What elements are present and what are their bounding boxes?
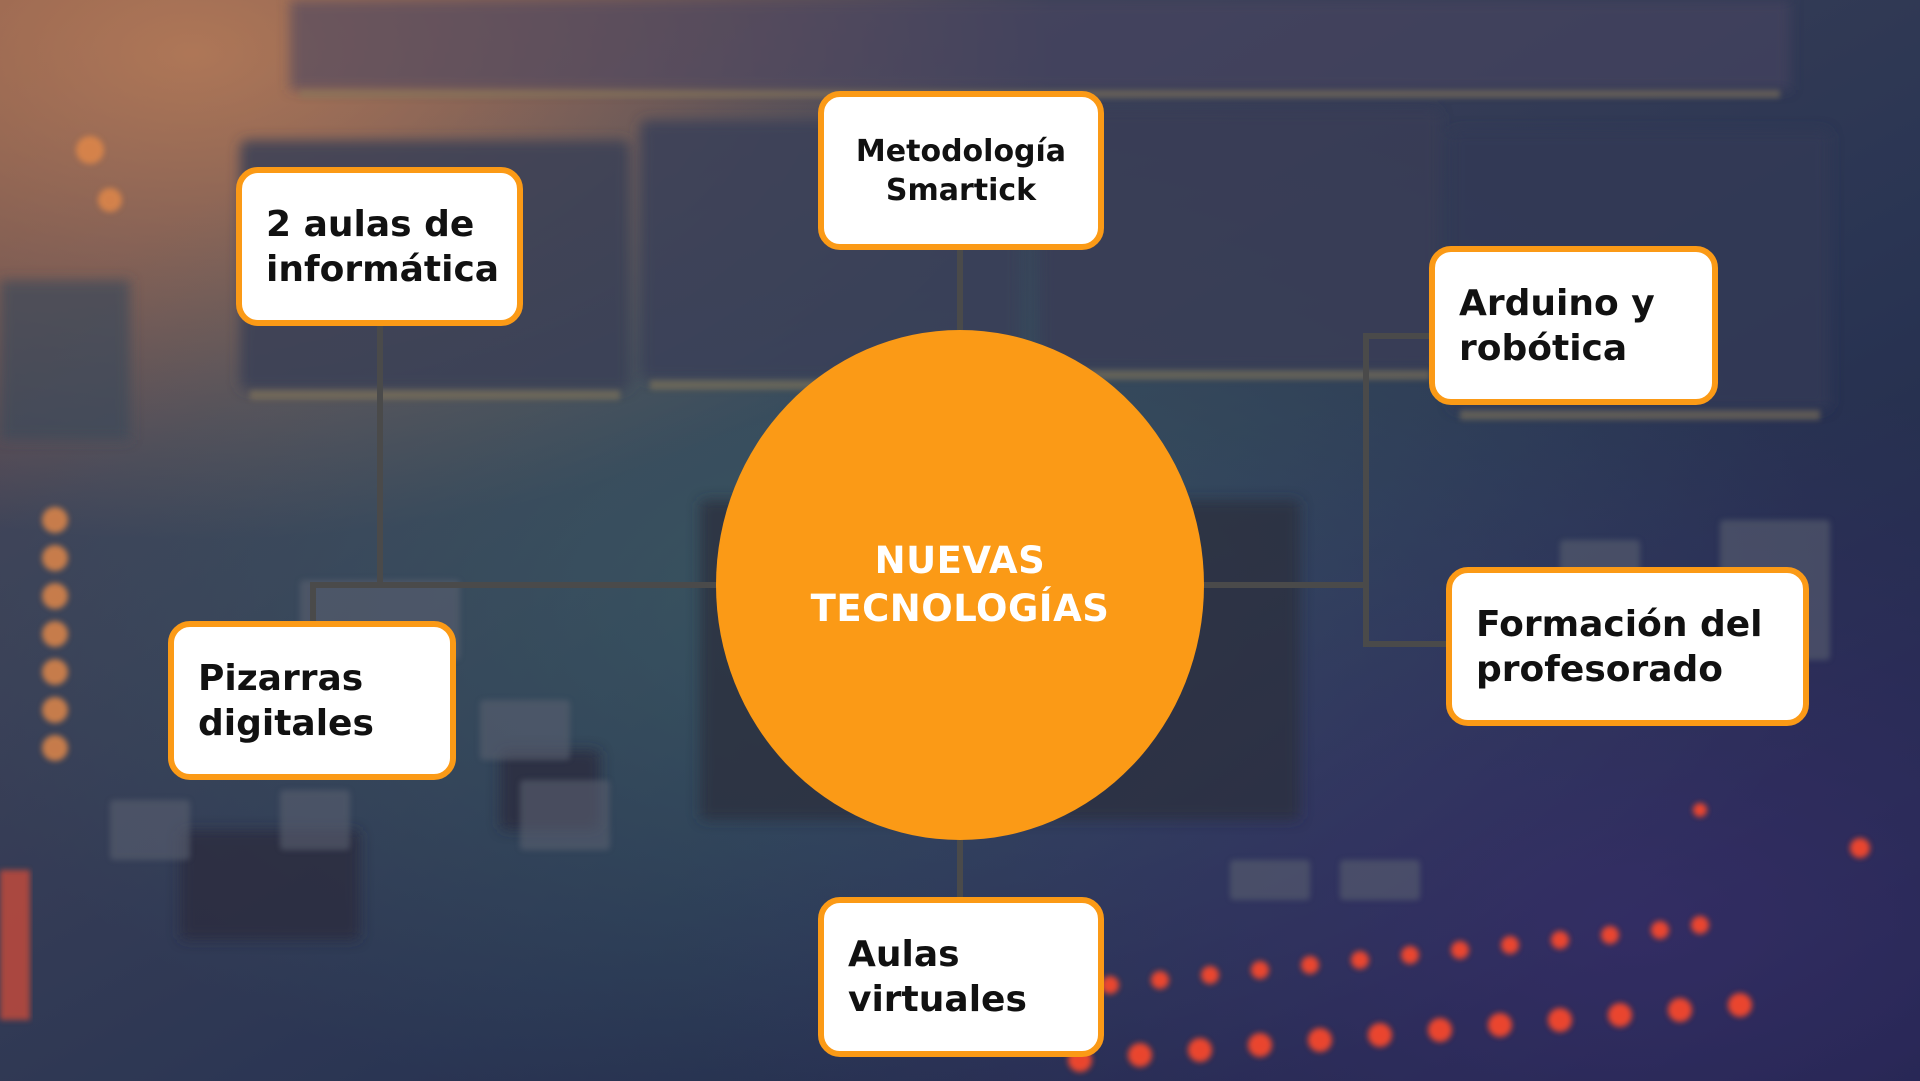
center-hub: NUEVAS TECNOLOGÍAS [716,330,1204,840]
node-formacion-profesorado: Formación del profesorado [1446,567,1809,726]
node-aulas-informatica: 2 aulas de informática [236,167,523,326]
connector-arduino [1363,333,1448,647]
node-label: Metodología Smartick [855,133,1067,208]
node-label: Arduino y robótica [1459,282,1655,369]
node-pizarras-digitales: Pizarras digitales [168,621,456,780]
node-label: Aulas virtuales [848,934,1027,1020]
node-label: Pizarras digitales [198,657,374,744]
node-metodologia-smartick: Metodología Smartick [818,91,1104,250]
node-label: Formación del profesorado [1476,603,1763,690]
center-label: NUEVAS TECNOLOGÍAS [810,539,1110,630]
node-aulas-virtuales: Aulas virtuales [818,897,1104,1057]
node-arduino-robotica: Arduino y robótica [1429,246,1718,405]
connector-pizarras [310,582,380,622]
node-label: 2 aulas de informática [266,203,500,290]
connector-left [377,326,718,588]
